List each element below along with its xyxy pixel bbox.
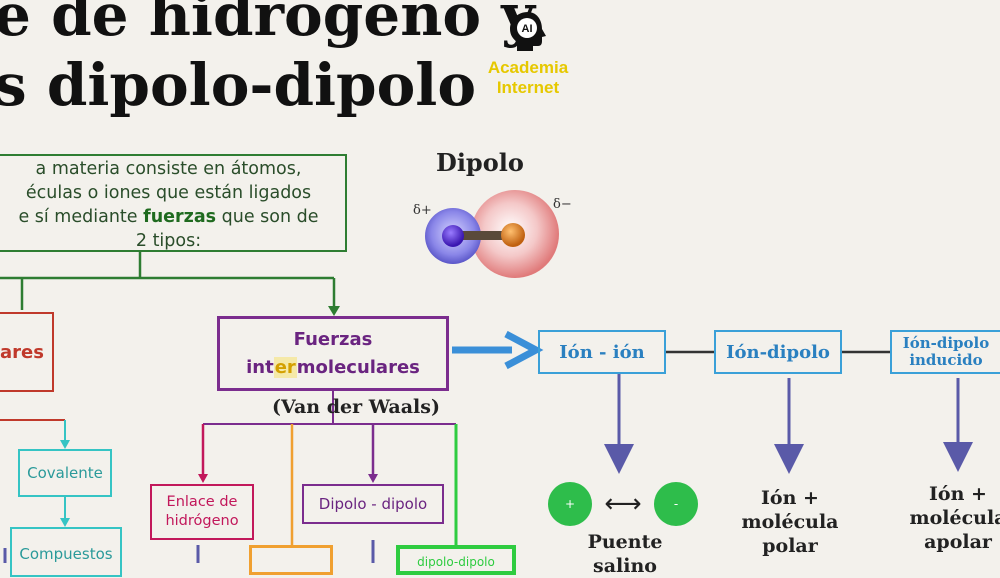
ion-dipolo-box: Ión-dipolo (714, 330, 842, 374)
puente-salino-label: Puente salino (560, 530, 690, 578)
intro-line1: a materia consiste en átomos, (35, 159, 302, 179)
delta-minus-label: δ− (553, 197, 572, 212)
page-title-line2: s dipolo-dipolo (0, 51, 477, 119)
intro-box: a materia consiste en átomos, éculas o i… (0, 154, 347, 252)
ion-dipolo-inducido-label: Ión-dipolo inducido (902, 334, 990, 369)
puente-line2: salino (593, 555, 657, 577)
apolar-line1: Ión + (929, 483, 987, 505)
fuerzas-line2-pre: int (246, 356, 274, 378)
polar-line1: Ión + (761, 487, 819, 509)
van-der-waals-label: (Van der Waals) (272, 396, 440, 418)
puente-line1: Puente (587, 531, 663, 553)
connector-lines (0, 252, 973, 563)
orange-branch-box (249, 545, 333, 575)
ion-dipolo-inducido-box: Ión-dipolo inducido (890, 330, 1000, 374)
dipole-title: Dipolo (436, 148, 524, 177)
fuerzas-line1: Fuerzas (293, 328, 373, 350)
enlace-hidrogeno-box: Enlace de hidrógeno (150, 484, 254, 540)
page-title-line1: e de hidrógeno y (0, 0, 535, 49)
ion-ion-box: Ión - ión (538, 330, 666, 374)
ion-molecula-polar-label: Ión + molécula polar (725, 486, 855, 558)
logo-line1: Academia (487, 58, 569, 77)
logo-badge-text: AI (522, 23, 533, 35)
apolar-line2: molécula (909, 507, 1000, 529)
intro-line3-bold: fuerzas (143, 207, 217, 227)
fuerzas-line2: intermoleculares (246, 354, 420, 382)
logo-line2: Internet (496, 78, 560, 97)
apolar-line3: apolar (924, 531, 992, 553)
intro-line3-pre: e sí mediante (18, 207, 144, 227)
dipole-molecule-icon: δ+ δ− (413, 190, 572, 278)
fuerzas-intermoleculares-box: Fuerzas intermoleculares (217, 316, 449, 391)
dipolo-dipolo-box: Dipolo - dipolo (302, 484, 444, 524)
polar-line3: polar (762, 535, 818, 557)
puente-salino-icon: + - ⟷ (548, 482, 698, 526)
academia-internet-logo-icon: AI (505, 9, 551, 55)
anion-minus-label: - (674, 497, 678, 511)
logo-text: Academia Internet (470, 58, 586, 98)
fuerzas-line2-highlight: er (273, 356, 297, 378)
cation-plus-label: + (565, 497, 575, 511)
compuestos-box: Compuestos (10, 527, 122, 577)
ion-ion-label: Ión - ión (559, 341, 645, 363)
intro-line2: éculas o iones que están ligados (25, 183, 312, 203)
intro-line4: 2 tipos: (135, 231, 202, 251)
dipolo-dipolo-label: Dipolo - dipolo (318, 495, 428, 513)
enlace-line1: Enlace de (166, 494, 238, 510)
intro-line3-post: que son de (216, 207, 319, 227)
ion-dipolo-label: Ión-dipolo (726, 341, 830, 363)
covalente-label: Covalente (27, 464, 103, 482)
intramolecular-box: ares (0, 312, 54, 392)
polar-line2: molécula (741, 511, 839, 533)
dipolo-dipolo-inducido-box: dipolo-dipolo (396, 545, 516, 575)
fuerzas-line2-post: moleculares (296, 356, 420, 378)
intramolecular-label: ares (0, 341, 44, 363)
green-partial-label: dipolo-dipolo (417, 555, 495, 569)
ion-molecula-apolar-label: Ión + molécula apolar (898, 482, 1000, 554)
compuestos-label: Compuestos (19, 545, 113, 563)
delta-plus-label: δ+ (413, 203, 432, 218)
double-arrow-icon: ⟷ (604, 489, 641, 519)
enlace-line2: hidrógeno (165, 513, 239, 529)
intro-line3: e sí mediante fuerzas que son de (0, 205, 345, 229)
covalente-box: Covalente (18, 449, 112, 497)
